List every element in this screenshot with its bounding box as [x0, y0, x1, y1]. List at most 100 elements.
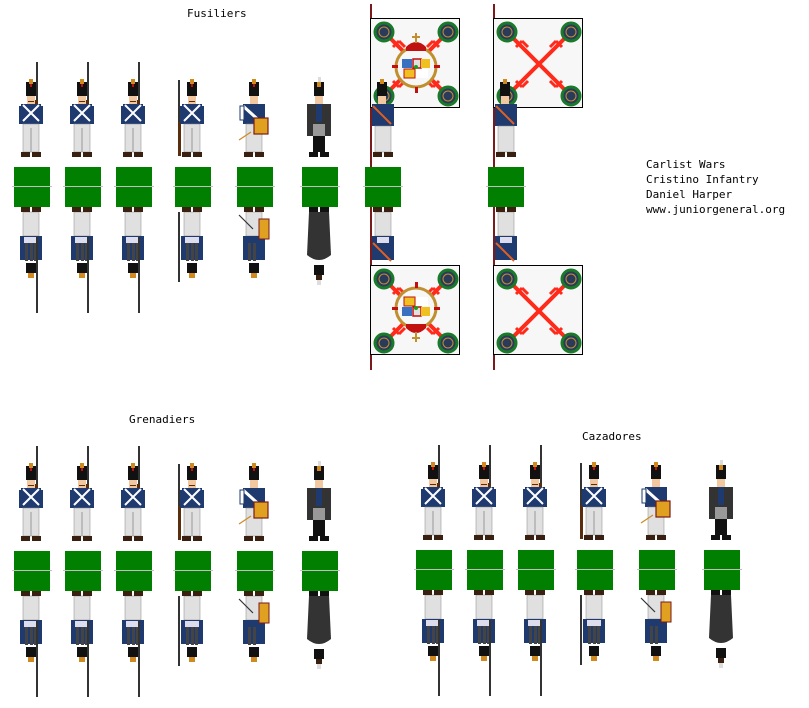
ensign-figure [490, 72, 526, 167]
musketeer-rear-icon [523, 590, 547, 696]
drummer-figure-rear [237, 207, 273, 313]
royal-arms-flag-icon [371, 266, 461, 356]
figure-base [173, 551, 213, 591]
figure-base [363, 167, 403, 207]
cazador-figure [518, 445, 554, 550]
musketeer-icon [471, 445, 497, 541]
royal-flag-bottom [370, 265, 460, 355]
cazador-figure [416, 445, 452, 550]
musketeer-icon [420, 445, 446, 541]
drummer-figure [639, 445, 675, 550]
section-title-fusiliers: Fusiliers [187, 7, 247, 20]
ensign-figure-rear [490, 207, 526, 265]
figure-base [702, 550, 742, 590]
ensign-rear-icon [371, 207, 395, 262]
musketeer-rear-icon [472, 590, 496, 696]
cazador-figure-rear [577, 590, 613, 696]
officer-figure [704, 445, 740, 550]
drummer-figure-rear [237, 591, 273, 697]
cazador-figure [577, 445, 613, 550]
figure-base [235, 551, 275, 591]
drummer-figure [237, 446, 273, 551]
burgundy-flag-bottom [493, 265, 583, 355]
grenadier-figure-rear [14, 591, 50, 697]
fusilier-figure-rear [175, 207, 211, 313]
drummer-rear-icon [640, 590, 672, 662]
ensign-rear-icon [494, 207, 518, 262]
figure-base [414, 550, 454, 590]
drummer-icon [237, 461, 270, 543]
figure-base [516, 550, 556, 590]
drummer-figure-rear [639, 590, 675, 696]
cazador-figure [467, 445, 503, 550]
figure-base [114, 167, 154, 207]
musketeer-rear-icon [421, 590, 445, 696]
grenadier-figure-rear [116, 591, 152, 697]
section-title-grenadiers: Grenadiers [129, 413, 196, 426]
fusilier-figure-rear [116, 207, 152, 313]
officer-figure-rear [302, 591, 338, 697]
ensign-icon [494, 78, 518, 158]
figure-base [575, 550, 615, 590]
officer-figure-rear [704, 590, 740, 696]
officer-figure [302, 62, 338, 167]
fusilier-figure [65, 62, 101, 167]
figure-base [486, 167, 526, 207]
musketeer-rear-icon [19, 207, 43, 313]
musketeer-order-arms-icon [177, 462, 205, 542]
grenadier-figure [65, 446, 101, 551]
grenadier-figure [116, 446, 152, 551]
officer-icon [709, 460, 733, 540]
figure-base [300, 167, 340, 207]
musketeer-icon [69, 446, 95, 542]
figure-base [235, 167, 275, 207]
officer-icon [307, 461, 331, 541]
figure-base [637, 550, 677, 590]
ensign-figure-rear [367, 207, 403, 265]
figure-base [63, 167, 103, 207]
officer-rear-icon [709, 590, 733, 668]
drummer-icon [639, 460, 672, 542]
fusilier-figure-rear [14, 207, 50, 313]
musketeer-rear-icon [177, 591, 204, 667]
musketeer-icon [18, 446, 44, 542]
officer-figure-rear [302, 207, 338, 313]
figure-base [63, 551, 103, 591]
grenadier-figure-rear [65, 591, 101, 697]
officer-figure [302, 446, 338, 551]
figure-base [173, 167, 213, 207]
officer-icon [307, 77, 331, 157]
musketeer-rear-icon [70, 207, 94, 313]
fusilier-figure [175, 62, 211, 167]
grenadier-figure-rear [175, 591, 211, 697]
grenadier-figure [175, 446, 211, 551]
ensign-figure [367, 72, 403, 167]
fusilier-figure-rear [65, 207, 101, 313]
musketeer-rear-icon [177, 207, 204, 283]
musketeer-rear-icon [121, 207, 145, 313]
musketeer-icon [120, 62, 146, 158]
figure-base [12, 551, 52, 591]
figure-base [114, 551, 154, 591]
musketeer-rear-icon [19, 591, 43, 697]
figure-base [465, 550, 505, 590]
credits-block: Carlist Wars Cristino Infantry Daniel Ha… [646, 157, 785, 217]
cazador-figure-rear [518, 590, 554, 696]
burgundy-cross-flag-icon [494, 266, 584, 356]
credit-author: Daniel Harper [646, 188, 733, 201]
fusilier-figure [14, 62, 50, 167]
credit-website: www.juniorgeneral.org [646, 203, 786, 216]
credit-subtitle: Cristino Infantry [646, 173, 759, 186]
musketeer-rear-icon [70, 591, 94, 697]
officer-rear-icon [307, 591, 331, 669]
section-title-cazadores: Cazadores [582, 430, 642, 443]
musketeer-rear-icon [579, 590, 606, 666]
musketeer-icon [522, 445, 548, 541]
cazador-figure-rear [467, 590, 503, 696]
fusilier-figure [116, 62, 152, 167]
musketeer-rear-icon [121, 591, 145, 697]
figure-base [12, 167, 52, 207]
musketeer-icon [69, 62, 95, 158]
musketeer-order-arms-icon [579, 461, 607, 541]
officer-rear-icon [307, 207, 331, 285]
